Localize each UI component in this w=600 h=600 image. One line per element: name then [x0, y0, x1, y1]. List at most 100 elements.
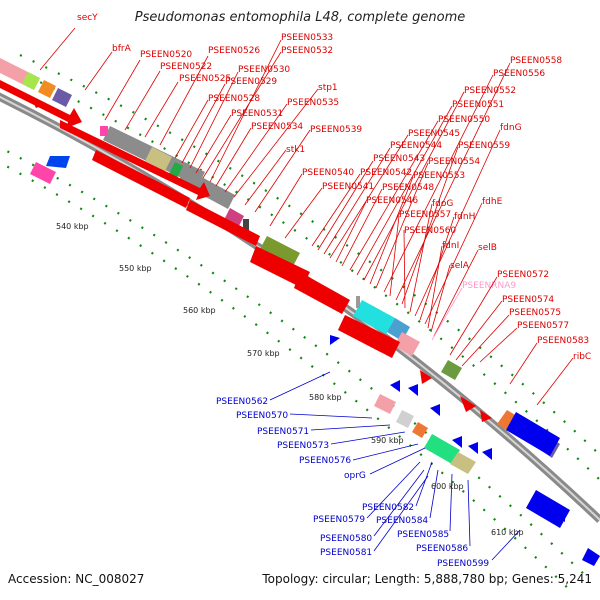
gene-block: [38, 80, 56, 98]
gene-block: [582, 548, 600, 566]
gene-label: PSEEN0539: [310, 125, 362, 135]
forward-arrows: [0, 80, 492, 422]
gene-label: PSEEN0560: [404, 226, 456, 236]
gene-label: fdnI: [442, 241, 459, 251]
gene-block: [374, 394, 396, 414]
gene-block: [450, 452, 476, 474]
gene-label: PSEEN0572: [497, 270, 549, 280]
tick-label: 560 kbp: [183, 306, 216, 315]
gene-label: PSEEN0581: [320, 548, 372, 558]
gene-label: PSEEN0550: [438, 115, 490, 125]
gene-label: PSEEN0530: [238, 65, 290, 75]
gene-label: oprG: [344, 471, 366, 481]
gene-block: [46, 156, 70, 168]
gene-label: PSEEN0543: [373, 154, 425, 164]
gene-label: PSEEN0553: [413, 171, 465, 181]
gene-label: PSEEN0579: [313, 515, 365, 525]
forward-labels: secY bfrA PSEEN0520 PSEEN0522 PSEEN0525 …: [39, 13, 591, 406]
gene-label: PSEEN0573: [277, 441, 329, 451]
gene-label: selB: [478, 243, 497, 253]
gene-label: PSEEN0599: [437, 559, 489, 569]
gene-label: PSEEN0526: [208, 46, 260, 56]
gene-label: PSEEN0558: [510, 56, 562, 66]
gene-label: PSEEN0583: [537, 336, 589, 346]
gene-label: fdnG: [500, 123, 522, 133]
gene-block: [526, 490, 570, 528]
gene-label: PSEEN0574: [502, 295, 554, 305]
gene-label: PSEEN0535: [287, 98, 339, 108]
gene-label: PSEEN0540: [302, 168, 354, 178]
gene-block: [353, 300, 395, 334]
gene-block: [424, 434, 460, 464]
gene-label: bfrA: [112, 44, 132, 54]
gene-label: PSEEN0522: [160, 62, 212, 72]
gene-label: PSEEN0559: [458, 141, 510, 151]
gene-label: secY: [77, 13, 98, 23]
tick-label: 610 kbp: [491, 528, 524, 537]
tick-label: 580 kbp: [309, 393, 342, 402]
gene-block: [506, 412, 560, 456]
gene-label: PSEEN0586: [416, 544, 468, 554]
gene-block: [243, 219, 249, 231]
gene-label: PSEEN0554: [428, 157, 480, 167]
gene-label: PSEEN0545: [408, 129, 460, 139]
gene-label: PSEENRNA9: [462, 281, 516, 291]
gene-label: PSEEN0546: [366, 196, 418, 206]
gene-label: PSEEN0529: [225, 77, 277, 87]
accession-label: Accession: NC_008027: [8, 572, 145, 586]
gene-label: PSEEN0525: [179, 74, 231, 84]
tick-label: 550 kbp: [119, 264, 152, 273]
gene-label: PSEEN0584: [376, 516, 428, 526]
reverse-arrows: [330, 335, 565, 522]
gene-label: PSEEN0528: [208, 94, 260, 104]
gene-label: PSEEN0542: [360, 168, 412, 178]
gene-label: ribC: [573, 352, 591, 362]
gene-label: PSEEN0552: [464, 86, 516, 96]
gene-label: fdhE: [482, 197, 503, 207]
reverse-labels: PSEEN0562 PSEEN0570 PSEEN0571 PSEEN0573 …: [216, 371, 521, 569]
gene-block: [396, 410, 414, 428]
gene-label: selA: [450, 261, 470, 271]
gene-label: fdnH: [454, 212, 475, 222]
gene-label: PSEEN0575: [509, 308, 561, 318]
gene-label: PSEEN0580: [320, 534, 372, 544]
gene-label: PSEEN0570: [236, 411, 288, 421]
gene-label: PSEEN0533: [281, 33, 333, 43]
gene-label: PSEEN0577: [517, 321, 569, 331]
gene-label: PSEEN0541: [322, 182, 374, 192]
tick-label: 540 kbp: [56, 222, 89, 231]
gene-label: PSEEN0534: [251, 122, 303, 132]
gene-block: [259, 236, 300, 268]
topology-label: Topology: circular; Length: 5,888,780 bp…: [262, 572, 592, 586]
gene-block: [145, 147, 172, 171]
gene-label: PSEEN0562: [216, 397, 268, 407]
gene-label: PSEEN0585: [397, 530, 449, 540]
gene-label: PSEEN0544: [390, 141, 442, 151]
tick-label: 600 kbp: [431, 482, 464, 491]
gene-block: [100, 126, 108, 136]
track-guides: [0, 54, 600, 596]
tick-label: 590 kbp: [371, 436, 404, 445]
gene-label: PSEEN0520: [140, 50, 192, 60]
gene-block: [52, 88, 72, 107]
gene-label: PSEEN0571: [257, 427, 309, 437]
gene-block: [224, 208, 244, 228]
gene-label: fdoG: [432, 199, 453, 209]
gene-block: [394, 332, 420, 356]
gene-label: PSEEN0582: [362, 503, 414, 513]
gene-label: PSEEN0531: [231, 109, 283, 119]
tick-label: 570 kbp: [247, 349, 280, 358]
gene-label: PSEEN0556: [493, 69, 545, 79]
gene-block: [30, 162, 56, 184]
position-ticks: 540 kbp 550 kbp 560 kbp 570 kbp 580 kbp …: [56, 222, 524, 537]
gene-block: [412, 422, 428, 438]
reverse-cds-blocks: [30, 156, 600, 566]
gene-block: [441, 360, 462, 380]
gene-block: [22, 72, 40, 90]
gene-label: stp1: [318, 83, 338, 93]
gene-label: PSEEN0532: [281, 46, 333, 56]
gene-label: PSEEN0576: [299, 456, 351, 466]
gene-label: PSEEN0557: [399, 210, 451, 220]
gene-block: [169, 162, 183, 178]
